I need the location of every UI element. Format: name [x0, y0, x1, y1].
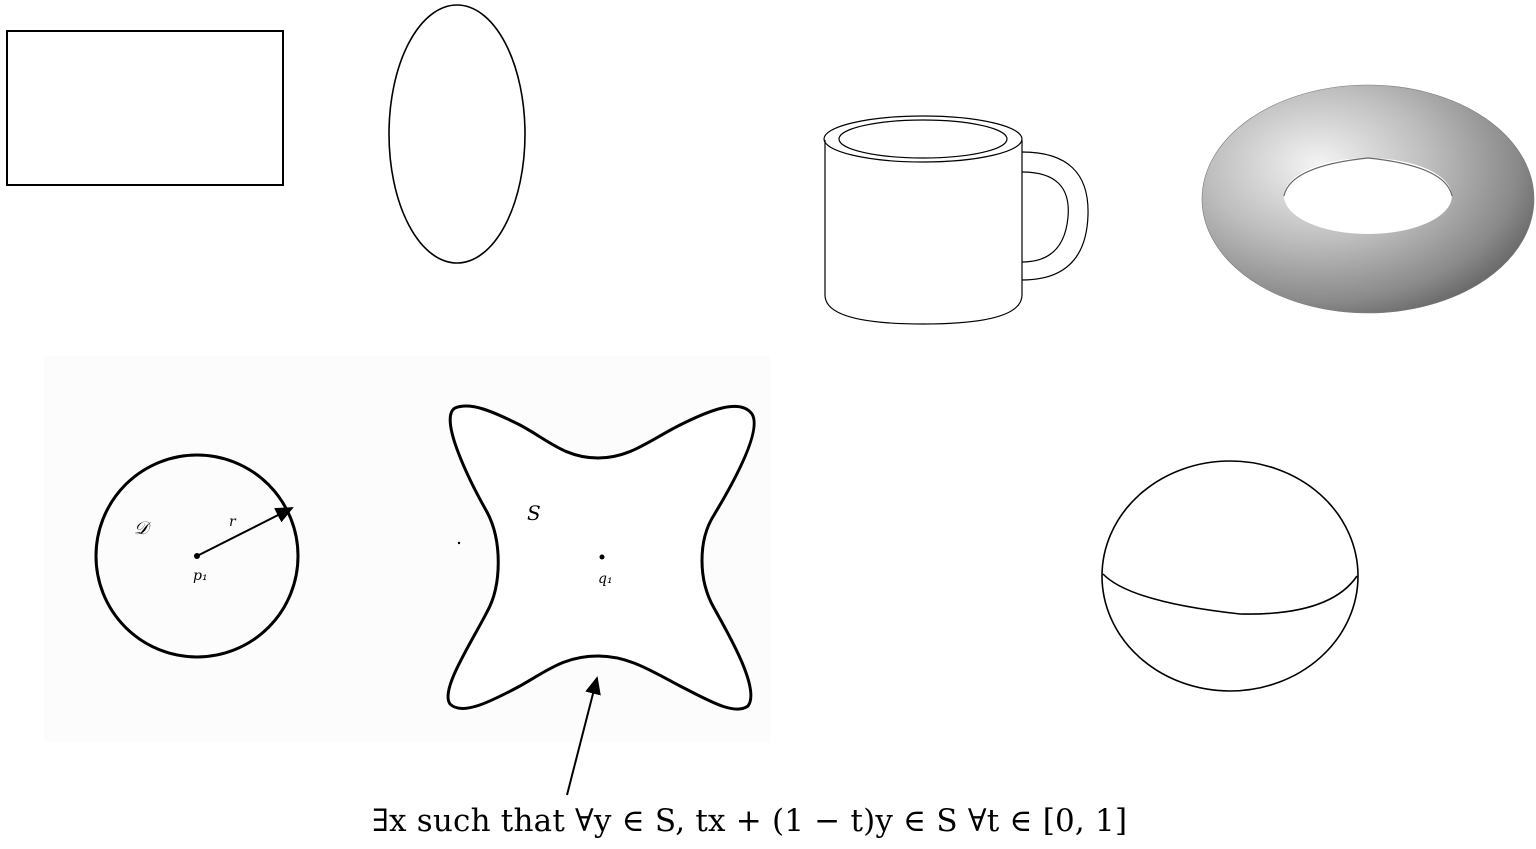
star-point-dot — [600, 555, 605, 560]
mug-shape — [824, 116, 1088, 324]
center-label: p₁ — [193, 568, 208, 584]
sphere-shape — [1102, 461, 1358, 691]
star-point-label: q₁ — [598, 571, 613, 587]
stray-dot — [458, 542, 460, 544]
rectangle-shape — [7, 31, 283, 185]
torus-shape — [1202, 85, 1534, 313]
set-label: S — [527, 501, 541, 525]
star-convexity-formula: ∃x such that ∀y ∈ S, tx + (1 − t)y ∈ S ∀… — [372, 803, 1232, 843]
ellipse-shape — [389, 5, 525, 263]
